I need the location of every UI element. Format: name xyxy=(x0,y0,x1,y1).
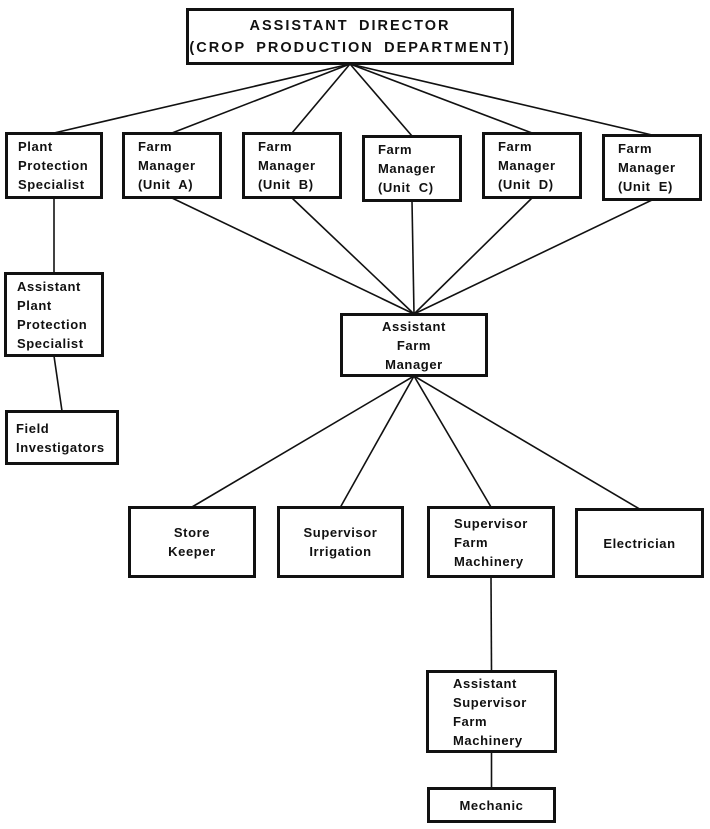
node-assistant-director: ASSISTANT DIRECTOR (CROP PRODUCTION DEPA… xyxy=(186,8,514,65)
node-label: ASSISTANT DIRECTOR (CROP PRODUCTION DEPA… xyxy=(189,17,511,56)
node-plant-protection-specialist: Plant Protection Specialist xyxy=(5,132,103,199)
node-label: Field Investigators xyxy=(16,420,105,455)
node-label: Electrician xyxy=(603,535,676,551)
node-assistant-farm-manager: Assistant Farm Manager xyxy=(340,313,488,377)
node-label: Assistant Plant Protection Specialist xyxy=(17,278,88,351)
node-assistant-supervisor-farm-machinery: Assistant Supervisor Farm Machinery xyxy=(426,670,557,753)
node-label: Farm Manager (Unit C) xyxy=(378,142,436,195)
node-label: Farm Manager (Unit B) xyxy=(258,139,316,192)
node-farm-manager-unit-d: Farm Manager (Unit D) xyxy=(482,132,582,199)
node-store-keeper: Store Keeper xyxy=(128,506,256,578)
node-electrician: Electrician xyxy=(575,508,704,578)
node-mechanic: Mechanic xyxy=(427,787,556,823)
node-farm-manager-unit-b: Farm Manager (Unit B) xyxy=(242,132,342,199)
node-farm-manager-unit-e: Farm Manager (Unit E) xyxy=(602,134,702,201)
node-farm-manager-unit-a: Farm Manager (Unit A) xyxy=(122,132,222,199)
node-label: Plant Protection Specialist xyxy=(18,139,89,192)
node-label: Assistant Farm Manager xyxy=(382,318,446,372)
node-supervisor-irrigation: Supervisor Irrigation xyxy=(277,506,404,578)
node-label: Store Keeper xyxy=(168,525,216,559)
node-label: Farm Manager (Unit E) xyxy=(618,141,676,194)
node-field-investigators: Field Investigators xyxy=(5,410,119,465)
node-supervisor-farm-machinery: Supervisor Farm Machinery xyxy=(427,506,555,578)
node-farm-manager-unit-c: Farm Manager (Unit C) xyxy=(362,135,462,202)
node-label: Mechanic xyxy=(459,797,524,813)
node-assistant-plant-protection-specialist: Assistant Plant Protection Specialist xyxy=(4,272,104,357)
node-label: Farm Manager (Unit A) xyxy=(138,139,196,192)
node-label: Supervisor Farm Machinery xyxy=(454,515,528,569)
node-label: Assistant Supervisor Farm Machinery xyxy=(453,675,527,748)
node-label: Supervisor Irrigation xyxy=(303,525,378,559)
node-label: Farm Manager (Unit D) xyxy=(498,139,556,192)
